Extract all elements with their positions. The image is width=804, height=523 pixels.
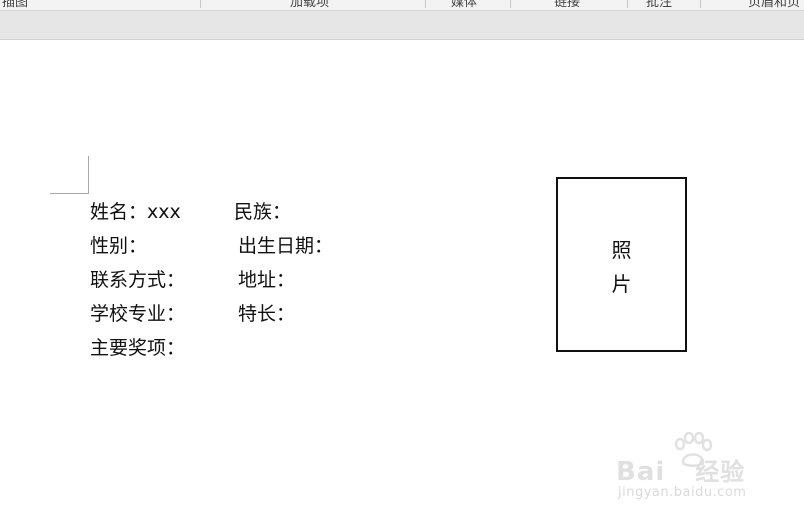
- address-label: 地址：: [238, 269, 296, 291]
- name-label: 姓名：xxx: [90, 201, 181, 223]
- ribbon-group-addins[interactable]: 加载项: [290, 0, 330, 10]
- margin-corner-mark: [88, 156, 89, 194]
- ribbon-bar: 插图 加载项 媒体 链接 批注 页眉和页: [0, 0, 804, 11]
- paw-icon: [674, 432, 713, 467]
- school-major-label: 学校专业：: [90, 303, 186, 325]
- ribbon-separator: [510, 0, 511, 8]
- name-value: xxx: [147, 201, 181, 223]
- contact-label: 联系方式：: [90, 269, 186, 291]
- ribbon-group-header-footer[interactable]: 页眉和页: [748, 0, 801, 10]
- photo-placeholder-box[interactable]: 照 片: [556, 177, 687, 352]
- document-page[interactable]: [0, 40, 804, 523]
- ribbon-separator: [425, 0, 426, 8]
- specialty-label: 特长：: [238, 303, 296, 325]
- ribbon-group-media[interactable]: 媒体: [451, 0, 478, 10]
- photo-text-line2: 片: [611, 272, 632, 296]
- ribbon-group-links[interactable]: 链接: [554, 0, 581, 10]
- ribbon-group-comments[interactable]: 批注: [646, 0, 673, 10]
- photo-text-line1: 照: [611, 238, 632, 262]
- ethnicity-label: 民族：: [234, 201, 292, 223]
- margin-corner-mark: [50, 193, 89, 194]
- ruler-strip: [0, 11, 804, 40]
- ribbon-separator: [200, 0, 201, 8]
- birthdate-label: 出生日期：: [238, 235, 334, 257]
- ribbon-separator: [700, 0, 701, 8]
- ribbon-separator: [627, 0, 628, 8]
- watermark-url: jingyan.baidu.com: [618, 485, 747, 500]
- awards-label: 主要奖项：: [90, 337, 186, 359]
- gender-label: 性别：: [90, 235, 148, 257]
- ribbon-group-illustrations[interactable]: 插图: [2, 0, 29, 10]
